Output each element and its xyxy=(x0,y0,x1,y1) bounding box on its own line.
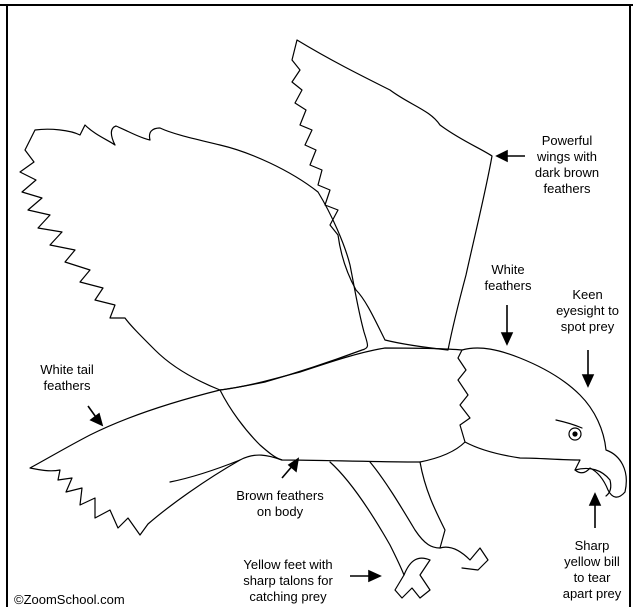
back-wing-outline xyxy=(292,40,492,350)
right-leg-outline xyxy=(370,462,445,548)
label-brown-body-feathers: Brown feathers on body xyxy=(220,488,340,520)
label-keen-eyesight: Keen eyesight to spot prey xyxy=(540,287,633,335)
label-wings: Powerful wings with dark brown feathers xyxy=(512,133,622,197)
head-outline xyxy=(462,348,626,497)
copyright-text: ©ZoomSchool.com xyxy=(14,593,125,607)
annotation-arrows xyxy=(88,151,600,581)
front-wing-outline xyxy=(20,125,368,390)
label-yellow-feet: Yellow feet with sharp talons for catchi… xyxy=(228,557,348,605)
body-outline xyxy=(220,348,470,462)
label-white-feathers: White feathers xyxy=(478,262,538,294)
label-sharp-bill: Sharp yellow bill to tear apart prey xyxy=(552,538,632,602)
label-white-tail-feathers: White tail feathers xyxy=(22,362,112,394)
